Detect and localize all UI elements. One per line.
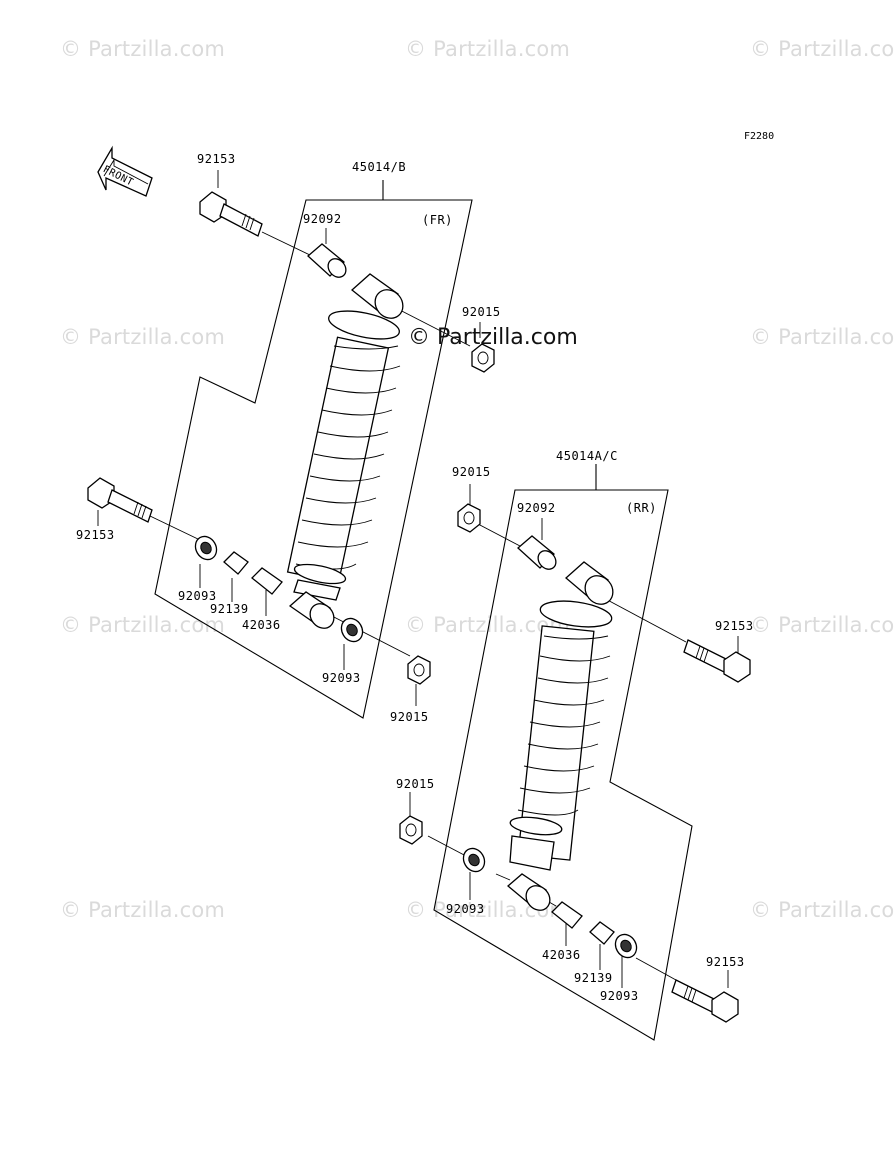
front-leader-lines [97,170,481,706]
rear-assembly-number: 45014A/C [556,449,618,463]
front-label-top-bushing: 92092 [303,212,342,226]
rear-lower-nut-icon [399,815,423,845]
watermark: © Partzilla.com [60,613,226,637]
rear-lower-collar-icon [589,921,615,945]
front-label-top-bolt: 92153 [197,152,236,166]
front-shock-absorber-icon [286,310,401,629]
front-label-lower-bolt: 92153 [76,528,115,542]
rear-label-lower-collar: 92139 [574,971,613,985]
front-lower-collar-icon [223,551,249,575]
watermark: © Partzilla.com [750,613,894,637]
front-label-lower-nut: 92015 [390,710,429,724]
rear-label-lower-seal-left: 92093 [446,902,485,916]
front-label-lower-seal-right: 92093 [322,671,361,685]
front-label-lower-seal-left: 92093 [178,589,217,603]
watermark: © Partzilla.com [750,37,894,61]
rear-position-tag: (RR) [626,501,657,515]
front-label-lower-collar: 92139 [210,602,249,616]
rear-label-top-bolt: 92153 [715,619,754,633]
front-top-eye-icon [350,273,404,319]
front-arrow-icon [97,145,153,197]
front-label-lower-sleeve: 42036 [242,618,281,632]
rear-shock-absorber-icon [506,600,613,911]
front-lower-seal-left-icon [194,535,218,561]
front-assembly-frame [154,180,473,719]
rear-assembly-frame [433,464,693,1041]
rear-lower-seal-left-icon [462,847,486,873]
watermark: © Partzilla.com [60,898,226,922]
figure-code: F2280 [744,131,775,142]
rear-top-eye-icon [565,561,614,605]
watermark: © Partzilla.com [405,37,571,61]
front-top-nut-icon [471,343,495,373]
front-lower-seal-right-icon [340,617,364,643]
rear-label-lower-bolt: 92153 [706,955,745,969]
rear-lower-sleeve-icon [551,901,583,929]
rear-lower-seal-right-icon [614,933,638,959]
rear-label-top-nut: 92015 [452,465,491,479]
front-label-top-nut: 92015 [462,305,501,319]
rear-top-bushing-icon [517,535,557,570]
rear-label-lower-sleeve: 42036 [542,948,581,962]
front-top-bolt-icon [199,191,263,237]
rear-label-lower-seal-right: 92093 [600,989,639,1003]
center-watermark: © Partzilla.com [408,325,578,350]
watermark: © Partzilla.com [60,325,226,349]
rear-label-top-bushing: 92092 [517,501,556,515]
watermark: © Partzilla.com [750,898,894,922]
rear-top-nut-icon [457,503,481,533]
rear-lower-bolt-icon [671,979,739,1023]
rear-top-bolt-icon [683,639,751,683]
rear-label-lower-nut: 92015 [396,777,435,791]
watermark: © Partzilla.com [750,325,894,349]
front-top-bushing-icon [307,243,347,278]
front-lower-nut-icon [407,655,431,685]
front-position-tag: (FR) [422,213,453,227]
front-assembly-number: 45014/B [352,160,407,174]
watermark: © Partzilla.com [60,37,226,61]
front-lower-bolt-icon [87,477,153,523]
front-lower-sleeve-icon [251,567,283,595]
